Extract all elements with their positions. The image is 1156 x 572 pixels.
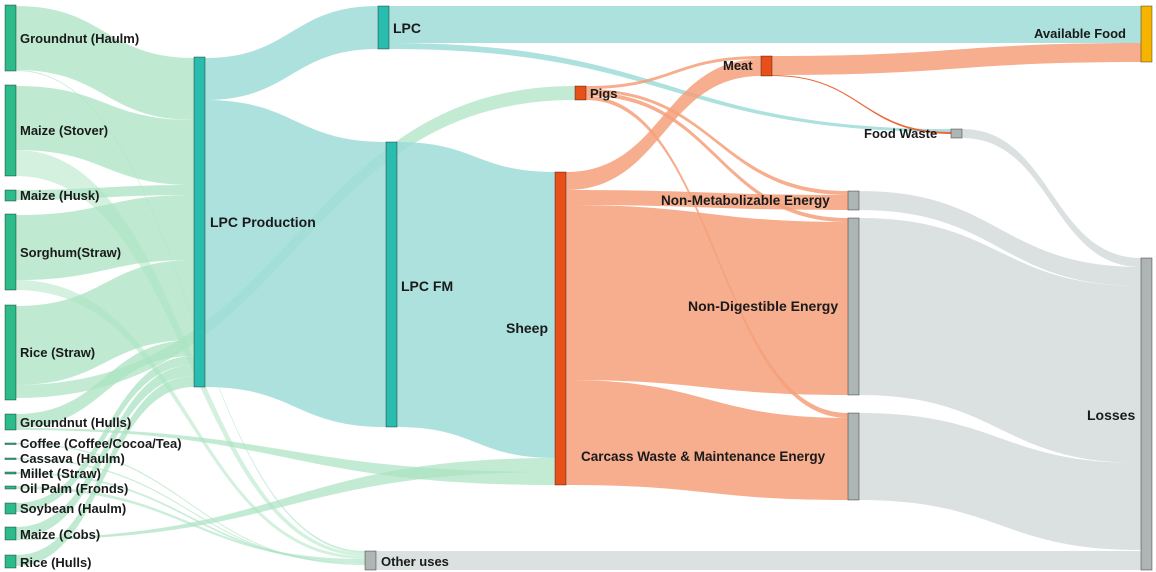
node-available-food — [1140, 5, 1153, 63]
node-carcass — [847, 412, 860, 501]
flow-cassava-to-other_uses — [16, 458, 365, 564]
flow-non_dig-to-losses — [859, 218, 1141, 463]
flow-pigs-to-meat — [586, 56, 761, 89]
flow-pigs-to-non_dig — [586, 92, 848, 222]
node-losses — [1140, 257, 1153, 571]
flow-millet-to-other_uses — [16, 472, 365, 563]
label-losses: Losses — [1087, 407, 1135, 423]
node-meat — [760, 55, 773, 77]
flow-lpc_production-to-lpc_fm — [205, 100, 386, 427]
node-labels: Groundnut (Haulm) Maize (Stover) Maize (… — [20, 20, 1135, 570]
flow-maize_husk-to-lpc_production — [16, 185, 194, 200]
label-pigs: Pigs — [590, 86, 617, 101]
flow-other_uses-to-losses — [376, 551, 1141, 570]
label-lpc-fm: LPC FM — [401, 278, 453, 294]
node-lpc-production — [193, 56, 206, 388]
flow-sheep-to-non_dig — [566, 205, 848, 395]
flow-lpc_production-to-lpc — [205, 6, 378, 100]
node-groundnut-haulm — [4, 4, 17, 72]
node-millet — [4, 471, 17, 475]
flow-sheep-to-non_metab — [566, 190, 848, 210]
flow-lpc-to-available_food — [389, 6, 1141, 43]
label-groundnut-haulm: Groundnut (Haulm) — [20, 31, 139, 46]
node-coffee — [4, 442, 17, 445]
node-sorghum-straw — [4, 213, 17, 291]
flow-lpc_fm-to-sheep — [397, 142, 555, 458]
node-maize-husk — [4, 189, 17, 202]
flow-maize_cobs-to-lpc_production — [16, 365, 194, 538]
node-soybean — [4, 502, 17, 515]
flow-nodes — [4, 4, 1153, 571]
flow-maize_stover-to-lpc_production — [16, 86, 194, 185]
flow-food_waste-to-losses — [962, 129, 1141, 267]
flow-links — [16, 6, 1141, 570]
flow-sheep-to-meat — [566, 59, 761, 190]
label-available-food: Available Food — [1034, 26, 1126, 41]
label-groundnut-hulls: Groundnut (Hulls) — [20, 415, 131, 430]
label-rice-hulls: Rice (Hulls) — [20, 555, 92, 570]
label-rice-straw: Rice (Straw) — [20, 345, 95, 360]
node-groundnut-hulls — [4, 413, 17, 431]
node-lpc-fm — [385, 141, 398, 428]
node-non-dig — [847, 217, 860, 396]
label-meat: Meat — [723, 58, 753, 73]
flow-groundnut_haulm-to-other_uses — [16, 70, 365, 553]
flow-non_metab-to-losses — [859, 191, 1141, 286]
flow-sorghum_straw-to-lpc_production — [16, 195, 194, 280]
label-non-digestible: Non-Digestible Energy — [688, 298, 838, 314]
label-other-uses: Other uses — [381, 554, 449, 569]
label-carcass-waste: Carcass Waste & Maintenance Energy — [581, 449, 826, 464]
flow-sorghum_straw-to-other_uses — [16, 280, 365, 559]
flow-groundnut_hulls-to-sheep — [16, 428, 555, 485]
node-maize-cobs — [4, 526, 17, 541]
label-coffee: Coffee (Coffee/Cocoa/Tea) — [20, 436, 182, 451]
label-soybean: Soybean (Haulm) — [20, 501, 126, 516]
node-food-waste — [950, 128, 963, 139]
node-lpc — [377, 5, 390, 50]
flow-carcass-to-losses — [859, 413, 1141, 550]
label-sorghum-straw: Sorghum(Straw) — [20, 245, 121, 260]
label-sheep: Sheep — [506, 320, 548, 336]
node-sheep — [554, 171, 567, 486]
label-millet: Millet (Straw) — [20, 466, 101, 481]
label-maize-husk: Maize (Husk) — [20, 188, 99, 203]
node-rice-hulls — [4, 554, 17, 569]
flow-soybean-to-lpc_production — [16, 356, 194, 512]
flow-rice_straw-to-lpc_production — [16, 260, 194, 385]
label-food-waste: Food Waste — [864, 126, 937, 141]
flow-meat-to-available_food — [772, 43, 1141, 75]
flow-maize_stover-to-other_uses — [16, 150, 365, 556]
node-oil-palm — [4, 485, 17, 490]
label-non-metabolizable: Non-Metabolizable Energy — [661, 193, 830, 208]
label-maize-cobs: Maize (Cobs) — [20, 527, 100, 542]
label-lpc: LPC — [393, 20, 421, 36]
node-other-uses — [364, 550, 377, 571]
label-cassava: Cassava (Haulm) — [20, 451, 125, 466]
node-pigs — [574, 85, 587, 101]
label-oil-palm: Oil Palm (Fronds) — [20, 481, 128, 496]
label-maize-stover: Maize (Stover) — [20, 123, 108, 138]
node-cassava — [4, 457, 17, 460]
node-non-metab — [847, 190, 860, 211]
flow-groundnut_haulm-to-lpc_production — [16, 6, 194, 120]
flow-sheep-to-carcass — [566, 380, 848, 500]
flow-meat-to-food_waste — [772, 75, 951, 134]
node-maize-stover — [4, 84, 17, 177]
label-lpc-production: LPC Production — [210, 214, 316, 230]
flow-pigs-to-non_metab — [586, 89, 848, 195]
node-rice-straw — [4, 304, 17, 401]
flow-lpc-to-food_waste — [389, 43, 951, 132]
flow-coffee-to-other_uses — [16, 443, 365, 565]
